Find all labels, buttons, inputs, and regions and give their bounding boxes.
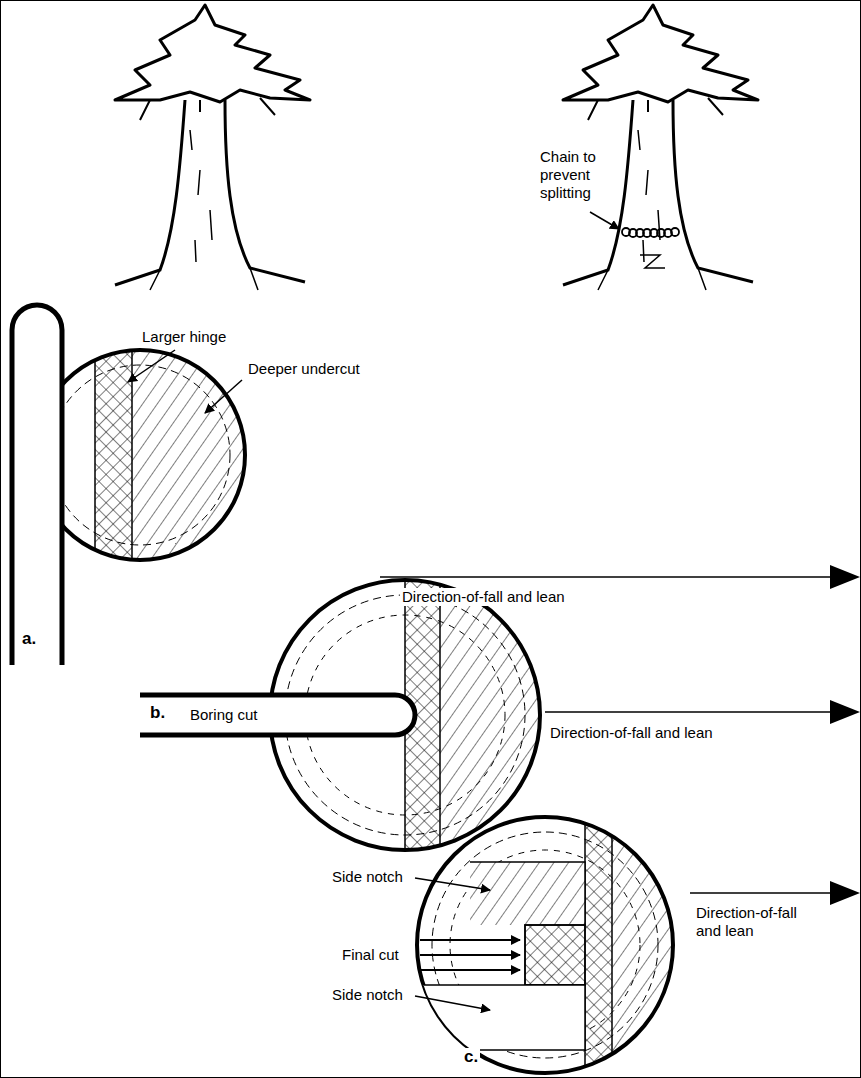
tool-label: Boring cut bbox=[188, 706, 260, 724]
callout-label: Deeper undercut bbox=[246, 360, 362, 378]
panel-letter: b. bbox=[148, 704, 167, 722]
direction-label: Direction-of-fall and lean bbox=[694, 904, 823, 940]
callout-label: Larger hinge bbox=[140, 328, 228, 346]
direction-label: Direction-of-fall and lean bbox=[548, 724, 715, 742]
callout-label: Side notch bbox=[330, 986, 405, 1004]
callout-label: Chain to prevent splitting bbox=[538, 148, 620, 202]
direction-label: Direction-of-fall and lean bbox=[400, 588, 567, 606]
panel-letter: c. bbox=[462, 1048, 480, 1066]
chain bbox=[622, 228, 679, 237]
callout-label: Side notch bbox=[330, 868, 405, 886]
callout-label: Final cut bbox=[340, 946, 401, 964]
panel-letter: a. bbox=[20, 630, 38, 648]
